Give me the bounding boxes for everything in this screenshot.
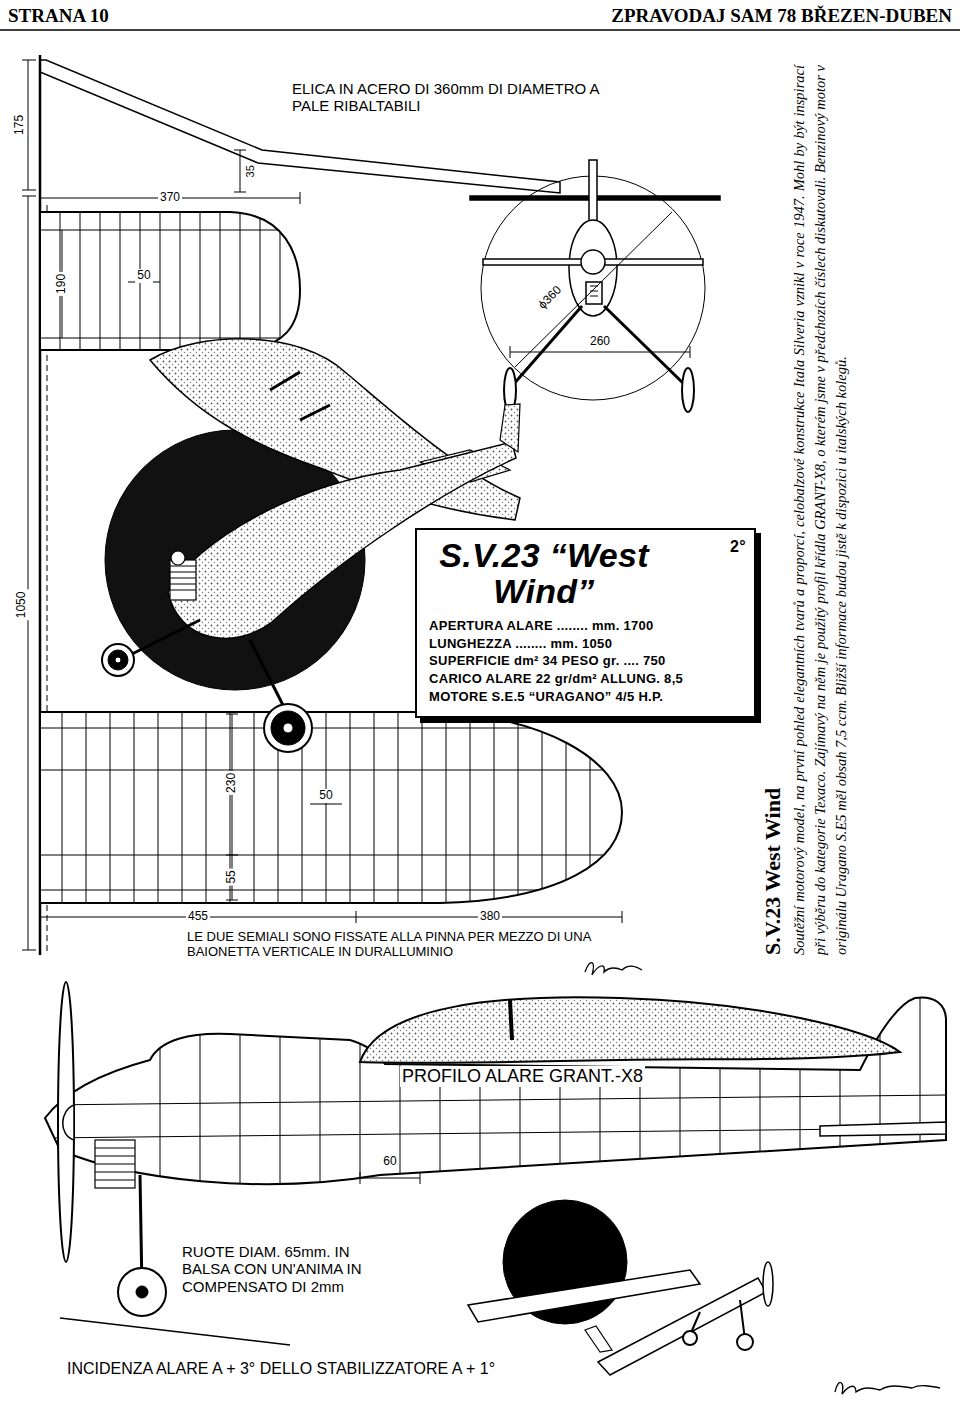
wing-profile — [360, 997, 900, 1063]
engine-fins — [590, 286, 598, 296]
dimension: 380 — [478, 910, 502, 924]
engine-perspective — [170, 551, 196, 600]
spec-line: SUPERFICIE dm² 34 PESO gr. .... 750 — [429, 652, 714, 670]
dimension: 175 — [13, 113, 27, 137]
article-text: Soutěžní motorový model, na první pohled… — [789, 65, 852, 955]
spec-line: APERTURA ALARE ........ mm. 1700 — [429, 617, 714, 635]
gear-leg — [604, 306, 686, 386]
profile-name: PROFILO ALARE GRANT.-X8 — [400, 1066, 645, 1087]
wheel — [737, 1334, 753, 1350]
engine-fins — [170, 566, 196, 590]
version-mark: 2° — [730, 536, 746, 558]
drawing-note: ELICA IN ACERO DI 360mm DI DIAMETRO A PA… — [290, 80, 634, 115]
wing-mount — [270, 372, 330, 420]
spar-mark — [510, 1000, 512, 1040]
stabilizer-ribs — [60, 205, 280, 355]
wheel — [271, 711, 305, 745]
wing-spar — [40, 728, 620, 890]
propeller — [763, 1262, 773, 1306]
spec-line: MOTORE S.E.5 “URAGANO” 4/5 H.P. — [429, 688, 714, 706]
spec-line: LUNGHEZZA ........ mm. 1050 — [429, 635, 714, 653]
stabilizer-outline — [40, 212, 300, 350]
stabilizer-spar — [40, 230, 300, 338]
wheel-front — [682, 368, 694, 412]
wing-outline — [40, 712, 622, 903]
spec-line: CARICO ALARE 22 gr/dm² ALLUNG. 8,5 — [429, 670, 714, 688]
model-name: S.V.23 “West Wind” — [429, 538, 659, 609]
wheel — [683, 1331, 697, 1345]
spinner — [581, 250, 605, 274]
dimension: 55 — [225, 868, 239, 885]
small-perspective — [468, 1200, 773, 1375]
drawing-note: INCIDENZA ALARE A + 3° DELLO STABILIZZAT… — [65, 1360, 497, 1378]
dimension-line — [360, 1172, 420, 1184]
engine-side — [95, 1140, 135, 1188]
ground-line — [60, 1318, 290, 1345]
side-view — [45, 982, 946, 1345]
dimension-line — [40, 192, 300, 204]
spinner — [171, 551, 185, 565]
dimension: 370 — [158, 191, 182, 205]
fuselage-structure — [45, 990, 946, 1210]
dimension-line — [310, 804, 342, 805]
dimension: 50 — [317, 789, 334, 803]
wing-plan — [40, 700, 622, 923]
fuselage-longeron — [45, 1095, 946, 1138]
signature — [585, 963, 940, 1394]
fin-perspective — [500, 404, 520, 452]
header-rule — [0, 29, 960, 31]
dimension: 60 — [381, 1155, 398, 1169]
fuselage-perspective — [598, 1278, 766, 1375]
dimension-line — [22, 196, 36, 950]
article-column: S.V.23 West WindSoutěžní motorový model,… — [760, 65, 852, 955]
engine-perspective — [170, 560, 196, 600]
dimension: 50 — [135, 269, 152, 283]
dimension: 190 — [55, 272, 69, 296]
wheel-side — [118, 1268, 166, 1316]
wheel-hub — [136, 1286, 148, 1298]
dimension-line — [515, 212, 672, 367]
wing-ribs — [40, 700, 620, 920]
dimension: 230 — [225, 771, 239, 795]
wheel-hub — [115, 657, 121, 663]
dimension-line — [22, 60, 690, 950]
engine-side — [95, 1140, 135, 1188]
fuselage-side — [45, 997, 946, 1184]
dimension: 35 — [244, 163, 257, 179]
stabilizer-side — [820, 1122, 946, 1136]
spinner — [63, 1105, 74, 1140]
dimension: 455 — [186, 910, 210, 924]
engine-front — [586, 282, 602, 304]
drawing-note: LE DUE SEMIALI SONO FISSATE ALLA PINNA P… — [185, 930, 659, 960]
propeller-side — [58, 982, 74, 1262]
spec-box: S.V.23 “West Wind” 2° APERTURA ALARE .....… — [415, 528, 756, 718]
dimension-line — [40, 911, 622, 923]
wheel — [264, 704, 312, 752]
dimension-line — [226, 714, 238, 900]
signature — [585, 963, 642, 975]
running-head: STRANA 10 — [6, 5, 111, 27]
wheel — [108, 650, 128, 670]
dimension: 1050 — [15, 590, 29, 621]
wing-perspective — [468, 1270, 700, 1322]
wing-ribs — [62, 700, 590, 920]
signature — [835, 1382, 940, 1394]
front-view — [40, 60, 720, 412]
article-heading: S.V.23 West Wind — [760, 65, 786, 955]
stabilizer-ribs — [40, 205, 300, 355]
wheel-hub — [283, 723, 293, 733]
wheel — [102, 644, 134, 676]
dimension: ϕ360 — [534, 282, 565, 313]
running-head: ZPRAVODAJ SAM 78 BŘEZEN-DUBEN — [609, 5, 954, 27]
stabilizer-plan — [40, 192, 300, 355]
dimension: 260 — [588, 335, 612, 349]
gear-leg — [512, 306, 582, 386]
fuselage-front — [569, 220, 617, 316]
header-rule — [0, 30, 960, 31]
engine-fins — [95, 1148, 135, 1180]
drawing-note: RUOTE DIAM. 65mm. IN BALSA CON UN'ANIMA … — [180, 1243, 374, 1295]
fin-perspective — [585, 1326, 612, 1352]
